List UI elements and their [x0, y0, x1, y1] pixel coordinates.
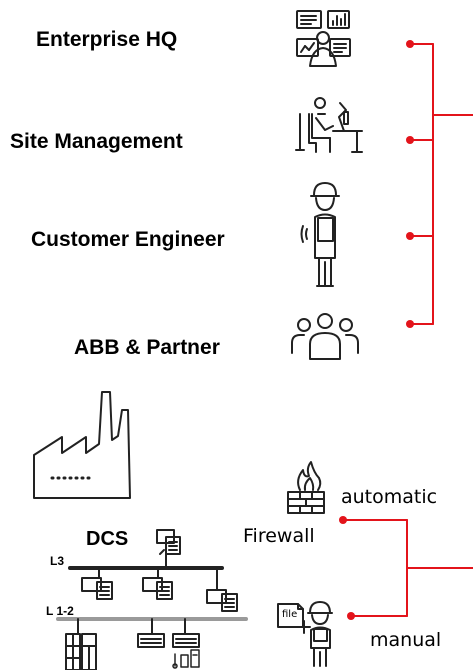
connector-dot-site: [406, 136, 414, 144]
connector-dot-firewall: [339, 516, 347, 524]
layer-label-l12: L 1-2: [46, 604, 74, 618]
engineer-tablet-icon: [300, 182, 340, 287]
automatic-label: automatic: [341, 486, 438, 508]
workstation-icon: [81, 577, 113, 600]
workstation-icon: [142, 577, 173, 600]
dcs-network: [56, 529, 248, 670]
layer-label-l3: L3: [50, 554, 65, 568]
factory-icon: [33, 391, 131, 499]
monitoring-person-icon: [296, 10, 351, 67]
firewall-label: Firewall: [243, 525, 315, 547]
roles-connector: [409, 43, 473, 325]
firewall-icon: [287, 461, 325, 514]
dcs-label: DCS: [86, 528, 129, 550]
role-label-site-management: Site Management: [10, 130, 183, 153]
transfer-connector: [342, 519, 473, 617]
connector-dot-enterprise: [406, 40, 414, 48]
role-label-enterprise-hq: Enterprise HQ: [36, 28, 178, 51]
field-devices-icon: [172, 649, 200, 669]
control-cabinet-icon: [65, 633, 97, 670]
connector-dot-engineer: [406, 232, 414, 240]
controller-icon: [137, 633, 165, 648]
connector-dot-partner: [406, 320, 414, 328]
role-label-abb-partner: ABB & Partner: [74, 336, 220, 359]
file-label: file: [282, 609, 298, 620]
workstation-icon: [156, 529, 181, 555]
controller-icon: [172, 633, 200, 648]
workstation-icon: [206, 589, 238, 612]
connector-dot-manual: [347, 612, 355, 620]
desk-workers-icon: [295, 97, 363, 153]
group-icon: [291, 313, 359, 360]
manual-label: manual: [370, 629, 442, 651]
file-transfer-person-icon: [277, 601, 333, 667]
role-label-customer-engineer: Customer Engineer: [31, 228, 225, 251]
